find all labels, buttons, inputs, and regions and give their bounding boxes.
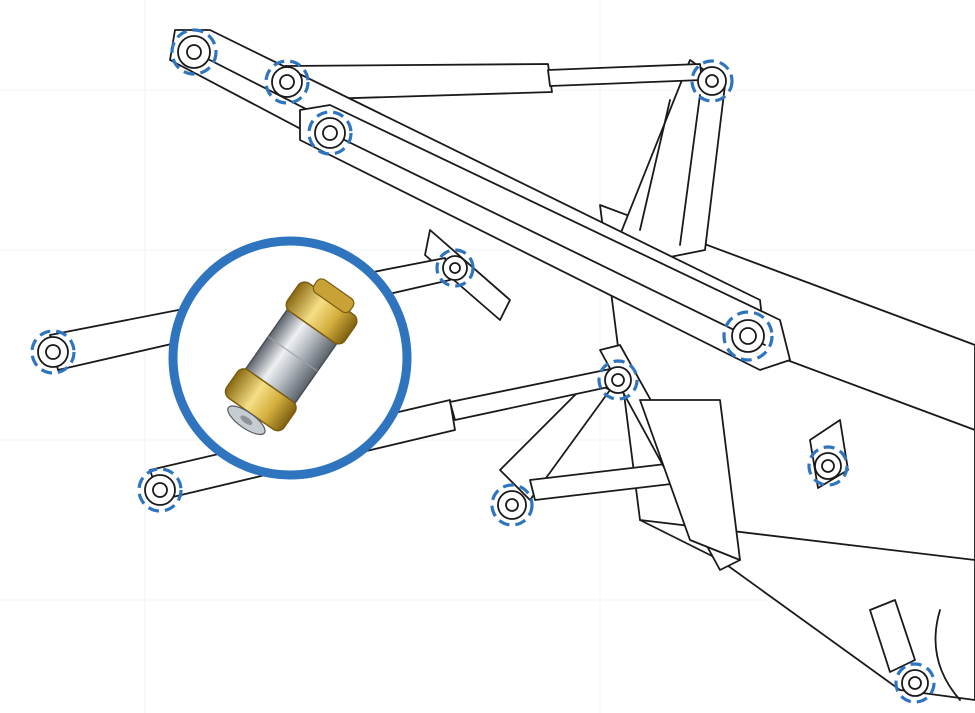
pivot-marker <box>490 483 534 527</box>
pivot-marker <box>30 329 76 375</box>
middle-boom-arm <box>299 104 791 371</box>
pivot-marker <box>690 59 734 103</box>
upper-cylinder <box>284 63 703 101</box>
pivot-markers <box>30 28 936 704</box>
pin-bosses <box>37 35 929 697</box>
pivot-marker <box>170 28 218 76</box>
pivot-marker <box>264 59 310 105</box>
pivot-marker <box>307 110 353 156</box>
pivot-marker <box>722 310 774 362</box>
pivot-marker <box>894 662 936 704</box>
pivot-marker <box>137 467 183 513</box>
pivot-marker <box>597 359 639 401</box>
pivot-marker <box>807 445 849 487</box>
rear-tower <box>619 59 726 261</box>
pin-callout <box>168 236 412 480</box>
brass-pivot-pin-bushing-icon <box>224 278 358 436</box>
pivot-marker <box>435 248 475 288</box>
